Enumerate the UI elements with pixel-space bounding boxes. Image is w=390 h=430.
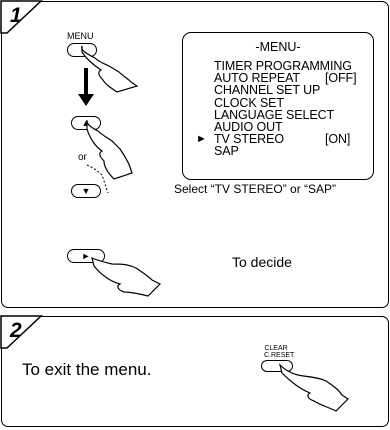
step-number: 1 bbox=[10, 4, 22, 28]
down-arrow-button-icon: ▼ bbox=[72, 185, 100, 197]
selection-pointer-icon: ► bbox=[196, 133, 207, 145]
menu-item-list: TIMER PROGRAMMING AUTO REPEAT[OFF] CHANN… bbox=[214, 60, 352, 158]
decide-caption: To decide bbox=[232, 254, 292, 270]
menu-item-value: [ON] bbox=[325, 133, 350, 145]
or-label: or bbox=[78, 152, 87, 163]
pointing-hand-play-icon bbox=[90, 252, 170, 297]
exit-caption: To exit the menu. bbox=[22, 360, 151, 380]
select-caption: Select “TV STEREO” or “SAP” bbox=[174, 182, 336, 196]
menu-title: -MENU- bbox=[183, 40, 373, 54]
menu-item-sap[interactable]: SAP bbox=[214, 145, 352, 157]
menu-button-label: MENU bbox=[67, 31, 94, 41]
step-1-panel: 1 MENU ▲ or ▼ -MENU- TIMER PROGRAMMING A… bbox=[1, 1, 389, 308]
step-number: 2 bbox=[10, 319, 22, 343]
menu-item-value: [OFF] bbox=[325, 72, 356, 84]
pointing-hand-clear-icon bbox=[278, 361, 358, 411]
down-button[interactable]: ▼ bbox=[71, 184, 101, 198]
on-screen-menu: -MENU- TIMER PROGRAMMING AUTO REPEAT[OFF… bbox=[182, 32, 374, 180]
down-arrow-icon bbox=[78, 68, 94, 108]
